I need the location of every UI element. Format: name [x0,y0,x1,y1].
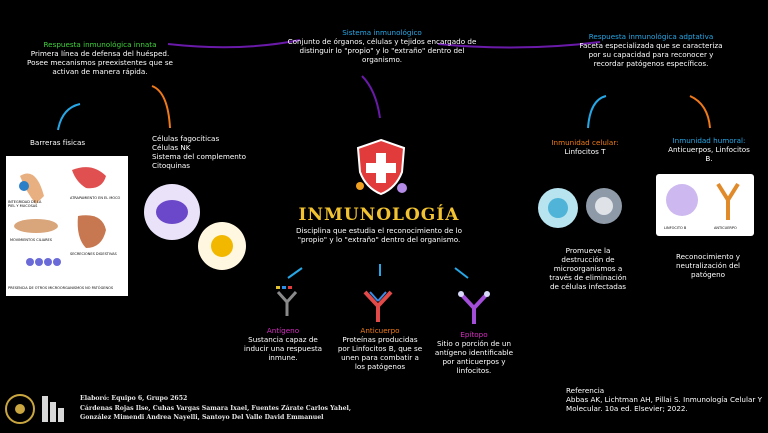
humoral-drawing [666,182,740,220]
adaptive-heading: Respuesta inmunológica adptativa [588,32,714,41]
barriers-illustration: INTEGRIDAD DE LA PIEL Y MUCOSAS ATRAPAMI… [6,156,128,296]
humoral-node: Inmunidad humoral: Anticuerpos, Linfocit… [664,136,754,163]
connector-humoral [689,95,711,129]
connector-antigen [287,267,303,279]
epitope-icon [458,291,490,324]
adaptive-text: Faceta especializada que se caracteriza … [579,41,723,68]
barrier-label-microbiota: PRESENCIA DE OTROS MICROORGANISMOS NO PA… [8,286,114,290]
reference-text: Abbas AK, Lichtman AH, Pillai S. Inmunol… [566,395,762,413]
virus-icon [397,183,407,193]
institution-logos [5,394,64,424]
reference: Referencia Abbas AK, Lichtman AH, Pillai… [566,386,762,413]
connector-epitope [454,267,469,279]
innate-cells-list: Células fagocíticas Células NK Sistema d… [152,134,252,170]
stomach-shape [77,215,106,248]
page-title: INMUNOLOGÍA [298,205,460,225]
innate-heading: Respuesta inmunológica innata [43,40,157,49]
humoral-text: Anticuerpos, Linfocitos B. [668,145,750,163]
antibody-heading: Anticuerpo [360,326,400,335]
mucus-shape [72,167,106,189]
faculty-logo [42,396,48,422]
epitope-text: Sitio o porción de un antígeno identific… [434,339,514,375]
cell-item: Células NK [152,143,191,152]
epitope-heading: Epítopo [460,330,488,339]
cell-item: Células fagocíticas [152,134,220,143]
system-text: Conjunto de órganos, células y tejidos e… [287,37,477,64]
credits: Elaboró: Equipo 6, Grupo 2652 Cárdenas R… [80,394,380,423]
credits-line: Elaboró: Equipo 6, Grupo 2652 [80,395,188,402]
connector-system-adaptive [437,41,601,49]
unam-logo [5,394,35,424]
antigen-icon [276,286,298,316]
barrier-label-cilia: MOVIMIENTOS CILIARES [10,238,52,242]
humoral-description: Reconocimiento y neutralización del pató… [675,252,741,279]
humoral-label-bcell: LINFOCITO B [664,226,687,230]
skin-microbe [19,181,29,191]
antigen-node: Antígeno Sustancia capaz de inducir una … [238,326,328,362]
cell-item: Sistema del complemento [152,152,247,161]
humoral-heading: Inmunidad humoral: [672,136,746,145]
innate-cells-illustration [144,184,246,270]
barrier-label-digestive: SECRECIONES DIGESTIVAS [70,252,117,256]
innate-node: Respuesta inmunológica innata Primera lí… [20,40,180,76]
t-cell-illustration [538,188,622,228]
humoral-label-antibody: ANTICUERPO [714,226,737,230]
reference-heading: Referencia [566,386,605,395]
connector-cellular [587,95,607,129]
barrier-label-mucus: ATRAPAMIENTO EN EL MOCO [70,196,121,200]
credits-line: González Mimendi Andrea Nayelli, Santoyo… [80,414,324,421]
bacteria-icon [356,182,364,190]
system-heading: Sistema inmunológico [342,28,422,37]
connector-innate-system [167,39,301,49]
antibody-text: Proteínas producidas por Linfocitos B, q… [337,335,423,371]
credits-line: Cárdenas Rojas Ilse, Cuhas Vargas Samara… [80,404,352,412]
skin-shape [20,173,44,204]
antibody-node: Anticuerpo Proteínas producidas por Linf… [336,326,424,371]
system-node: Sistema inmunológico Conjunto de órganos… [282,28,482,64]
connector-system-center [361,75,381,119]
humoral-illustration: LINFOCITO B ANTICUERPO [656,174,754,236]
epitope-node: Epítopo Sitio o porción de un antígeno i… [428,330,520,375]
cellular-text: Linfocitos T [564,147,606,156]
antigen-heading: Antígeno [266,326,300,335]
antibody-icon [363,290,393,322]
barriers-drawing [14,167,106,266]
antibody-small-icon [716,182,740,220]
b-cell-icon [666,184,698,216]
adaptive-node: Respuesta inmunológica adptativa Faceta … [576,32,726,68]
barriers-label: Barreras físicas [30,138,86,147]
shield-icon [356,138,407,196]
antigen-text: Sustancia capaz de inducir una respuesta… [243,335,323,362]
innate-text: Primera línea de defensa del huésped. Po… [27,49,173,76]
cellular-description: Promueve la destrucción de microorganism… [549,246,627,291]
cellular-node: Inmunidad celular: Linfocitos T [540,138,630,156]
cilia-shape [14,219,58,233]
barrier-label-skin: INTEGRIDAD DE LA PIEL Y MUCOSAS [8,200,42,208]
connector-cells [151,85,171,129]
cellular-heading: Inmunidad celular: [551,138,619,147]
bacteria-shape [26,258,34,266]
connector-barriers [57,103,81,131]
center-description: Disciplina que estudia el reconocimiento… [296,226,462,244]
cell-item: Citoquinas [152,161,191,170]
